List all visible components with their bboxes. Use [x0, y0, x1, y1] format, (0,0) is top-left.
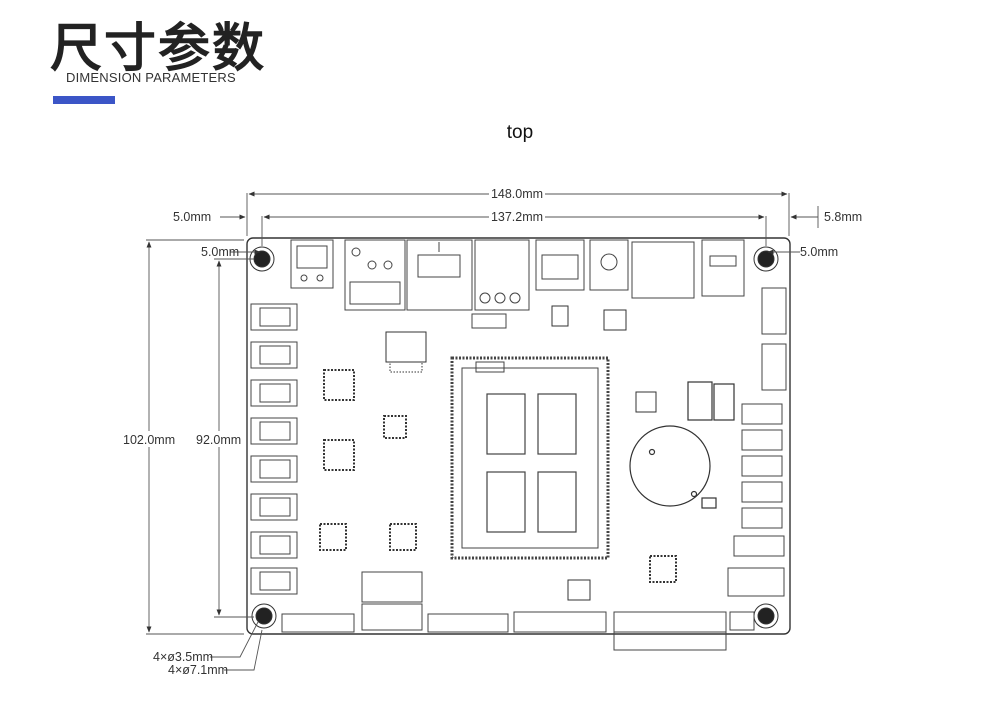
overall-width-label: 148.0mm [491, 187, 543, 201]
right-offset-inner-label: 5.0mm [800, 245, 838, 259]
left-offset-outer-label: 5.0mm [173, 210, 211, 224]
hole-spacing-x-label: 137.2mm [491, 210, 543, 224]
page-title: 尺寸参数 [50, 19, 267, 79]
hole-diameter-leader [210, 621, 259, 658]
ic-chips [319, 305, 735, 601]
pad-diameter-label: 4×ø7.1mm [168, 663, 228, 677]
top-connectors [290, 239, 745, 311]
mounting-hole [757, 607, 775, 625]
right-offset-outer-label: 5.8mm [824, 210, 862, 224]
bottom-headers [281, 571, 755, 651]
overall-height-label: 102.0mm [123, 433, 175, 447]
mounting-hole [757, 250, 775, 268]
hole-spacing-y-label: 92.0mm [196, 433, 241, 447]
title-accent-bar [53, 96, 115, 104]
hole-diameter-label: 4×ø3.5mm [153, 650, 213, 664]
left-side-connectors [250, 303, 298, 595]
view-label: top [506, 122, 534, 143]
right-side-connectors [727, 287, 787, 597]
left-offset-inner-label: 5.0mm [201, 245, 239, 259]
page-subtitle: DIMENSION PARAMETERS [66, 70, 236, 85]
board-outline [246, 237, 791, 635]
pad-diameter-leader [224, 629, 263, 671]
mounting-hole [255, 607, 273, 625]
mounting-hole [253, 250, 271, 268]
rtc-battery [629, 425, 717, 509]
core-module [450, 313, 610, 560]
